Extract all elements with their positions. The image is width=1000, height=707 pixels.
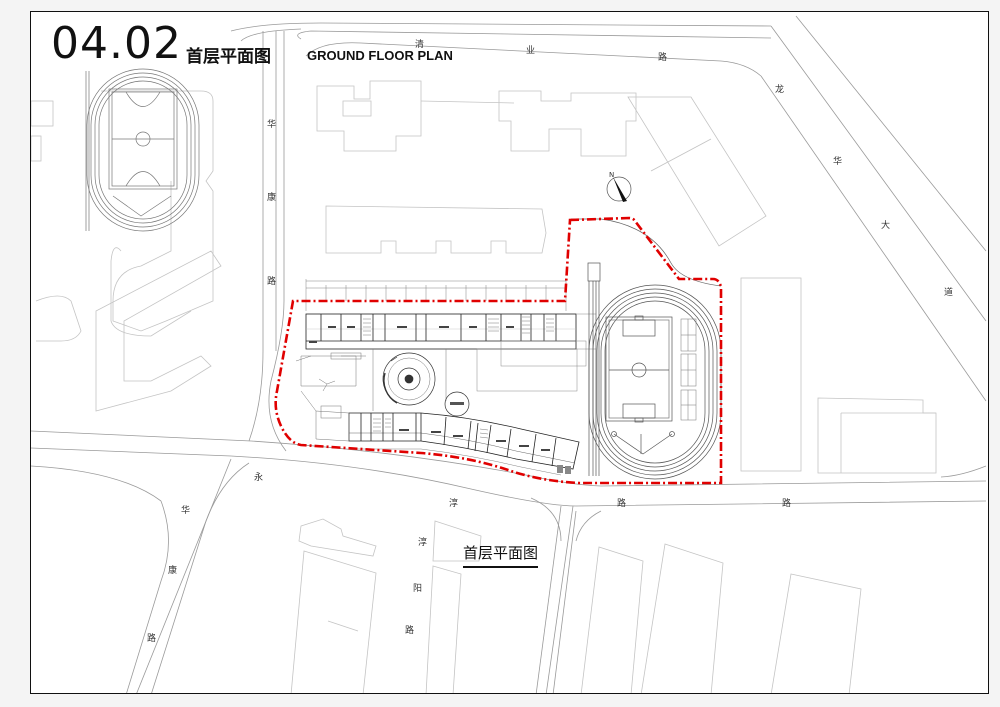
road-label: 大 (881, 219, 890, 231)
road-label: 路 (405, 624, 414, 636)
road-label: 康 (267, 191, 276, 203)
road-label: 华 (181, 504, 190, 516)
site-plan-drawing: 清 业 路 华 康 路 龙 华 大 道 永 淳 路 路 华 康 路 淳 阳 路 … (31, 15, 987, 693)
road-label: 阳 (413, 583, 422, 594)
road-label: 华 (267, 118, 276, 130)
road-label: 华 (833, 155, 842, 167)
road-label: 路 (782, 497, 791, 509)
drawing-caption: 首层平面图 (463, 542, 539, 568)
road-lines (31, 15, 987, 693)
road-label: 路 (658, 51, 667, 63)
page-title-en: GROUND FLOOR PLAN (307, 48, 453, 63)
road-label: 淳 (418, 536, 427, 548)
road-label: 淳 (449, 497, 458, 509)
road-label: 道 (944, 286, 953, 298)
drawing-sheet: 清 业 路 华 康 路 龙 华 大 道 永 淳 路 路 华 康 路 淳 阳 路 … (30, 11, 989, 694)
road-label: 路 (617, 497, 626, 509)
road-label: 永 (254, 471, 263, 483)
road-label: 康 (168, 564, 177, 576)
road-label: 路 (267, 275, 276, 287)
road-label: 路 (147, 632, 156, 644)
school-building-north (305, 279, 596, 392)
circular-atrium (382, 352, 436, 406)
north-label: N (609, 171, 614, 179)
sheet-number: 04.02 (51, 18, 182, 69)
road-label: 业 (526, 45, 535, 56)
site-boundary (274, 216, 723, 485)
circular-pavilion (444, 391, 470, 417)
context-buildings (31, 80, 937, 693)
north-arrow (606, 176, 632, 202)
school-building-south (315, 410, 580, 476)
road-label: 清 (415, 38, 424, 50)
running-track (571, 218, 722, 480)
courtyard (295, 349, 447, 419)
road-label: 龙 (775, 83, 784, 95)
page-title-cn: 首层平面图 (186, 47, 271, 67)
neighbour-track (85, 68, 200, 232)
